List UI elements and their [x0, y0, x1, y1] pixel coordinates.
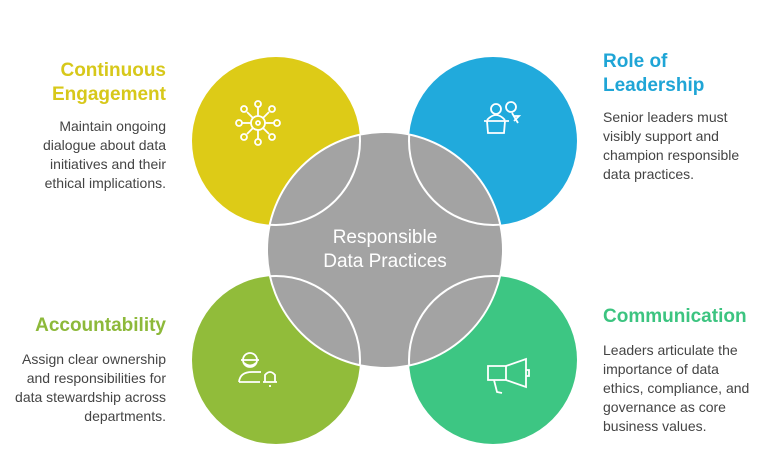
title-role-of-leadership: Role of Leadership: [603, 50, 763, 98]
desc-continuous-engagement: Maintain ongoing dialogue about data ini…: [43, 118, 166, 191]
overlap-arcs: [267, 132, 503, 368]
title-communication: Communication: [603, 306, 747, 327]
title-continuous-engagement: Continuous Engagement: [20, 59, 166, 107]
title-line: Leadership: [603, 75, 705, 96]
center-label-line1: Responsible: [332, 227, 438, 248]
title-line: Engagement: [51, 84, 166, 105]
desc-role-of-leadership: Senior leaders must visibly support and …: [603, 109, 740, 182]
megaphone-icon: [487, 357, 530, 394]
title-accountability: Accountability: [35, 315, 166, 336]
desc-accountability: Assign clear ownership and responsibilit…: [15, 351, 166, 424]
speaker-podium-icon: [484, 101, 522, 134]
title-line: Continuous: [60, 60, 166, 81]
network-gear-icon: [235, 100, 281, 146]
center-label-line2: Data Practices: [323, 251, 447, 272]
title-line: Role of: [603, 51, 668, 72]
desc-communication: Leaders articulate the importance of dat…: [603, 342, 750, 434]
center-label: Responsible Data Practices: [285, 226, 485, 274]
person-bell-icon: [238, 352, 277, 387]
center-circle: [266, 131, 504, 369]
